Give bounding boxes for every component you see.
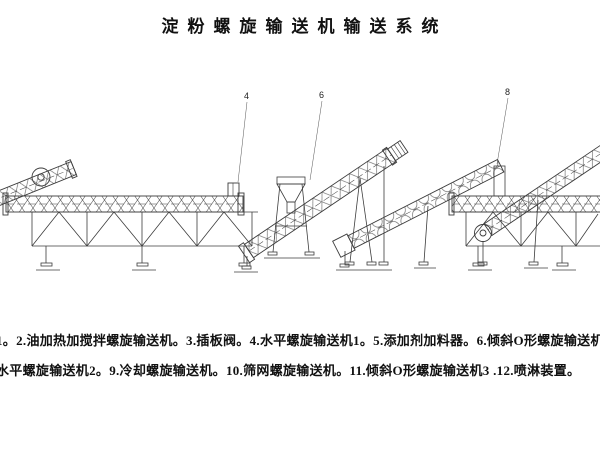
callout-8-label: 8 xyxy=(505,87,510,97)
inclined-conveyor-1-supports xyxy=(241,166,389,270)
inclined-conveyor-2-support xyxy=(339,205,429,268)
inclined-conveyor-3-supports xyxy=(477,199,539,266)
left-flange-circle-icon xyxy=(31,167,51,187)
inclined-conveyor-1 xyxy=(237,140,409,264)
callout-4-label: 4 xyxy=(244,91,249,101)
support-truss-2 xyxy=(460,211,600,267)
left-inclined-conveyor xyxy=(0,159,78,224)
slide-valve xyxy=(227,182,240,197)
caption-line-1: 1。2.油加热加搅拌螺旋输送机。3.插板阀。4.水平螺旋输送机1。5.添加剂加料… xyxy=(0,333,600,348)
inlet-box xyxy=(332,233,356,258)
callouts: 4 6 8 xyxy=(237,87,510,183)
caption-line-2: 水平螺旋输送机2。9.冷却螺旋输送机。10.筛网螺旋输送机。11.倾斜O形螺旋输… xyxy=(0,363,581,378)
support-truss-1 xyxy=(26,211,258,267)
right-flange-circle-icon xyxy=(474,224,492,242)
page-title: 淀粉螺旋输送机输送系统 xyxy=(161,17,448,36)
ground-lines xyxy=(36,257,576,273)
horizontal-conveyor-1 xyxy=(2,182,245,216)
motor-icon xyxy=(387,140,409,162)
callout-6-label: 6 xyxy=(319,90,324,100)
